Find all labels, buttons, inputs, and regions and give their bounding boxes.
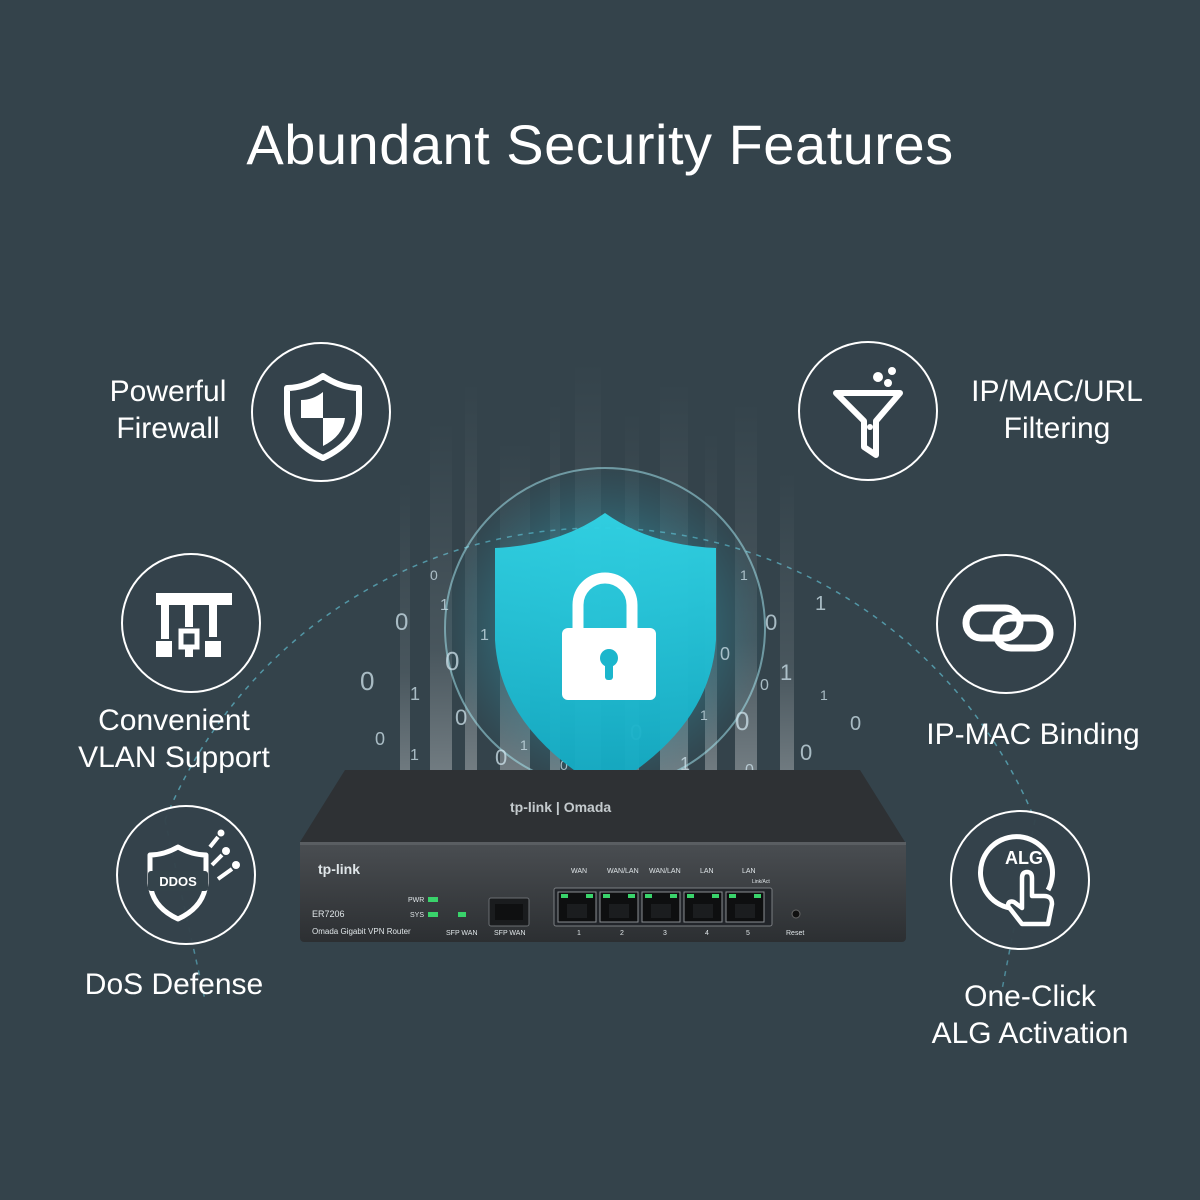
- reset-label: Reset: [786, 930, 804, 937]
- svg-text:1: 1: [410, 684, 420, 704]
- port-number-3: 3: [663, 930, 667, 937]
- page-title: Abundant Security Features: [246, 113, 954, 176]
- port-group-5: LAN: [742, 868, 756, 875]
- alg-badge: ALG: [1005, 848, 1043, 868]
- ddos-shield-icon: DDOS: [147, 829, 240, 922]
- port-group-4: LAN: [700, 868, 714, 875]
- feature-label-binding: IP-MAC Binding: [910, 716, 1156, 753]
- svg-text:1: 1: [680, 754, 690, 774]
- reset-button: [791, 909, 801, 919]
- svg-text:0: 0: [765, 610, 777, 635]
- feature-label-firewall: Powerful Firewall: [95, 373, 241, 447]
- svg-text:0: 0: [800, 740, 812, 765]
- svg-text:0: 0: [445, 646, 459, 676]
- ddos-badge: DDOS: [159, 874, 197, 889]
- svg-text:0: 0: [495, 745, 507, 770]
- ethernet-port-4: [683, 891, 723, 923]
- dos-line1: DoS Defense: [84, 968, 264, 1001]
- alg-line2: ALG Activation: [931, 1017, 1129, 1050]
- port-number-5: 5: [746, 930, 750, 937]
- svg-text:0: 0: [850, 713, 861, 735]
- security-shield: [495, 513, 716, 790]
- vlan-circle: [121, 553, 261, 693]
- svg-text:0: 0: [395, 609, 408, 636]
- svg-text:0: 0: [560, 757, 568, 773]
- ethernet-port-3: [641, 891, 681, 923]
- ethernet-port-5: [725, 891, 765, 923]
- sfp-led-label: SFP WAN: [446, 930, 478, 937]
- svg-text:1: 1: [480, 627, 489, 644]
- binding-line1: IP-MAC Binding: [926, 718, 1140, 751]
- router-model: ER7206: [312, 909, 345, 919]
- ethernet-port-1: [557, 891, 597, 923]
- port-number-1: 1: [577, 930, 581, 937]
- svg-text:1: 1: [740, 567, 748, 583]
- alg-circle: ALG: [950, 810, 1090, 950]
- firewall-circle: [251, 342, 391, 482]
- router-brand: tp-link: [318, 861, 360, 877]
- feature-label-alg: One-Click ALG Activation: [915, 978, 1145, 1052]
- router-top-brand: tp-link | Omada: [510, 799, 611, 815]
- port-number-4: 4: [705, 930, 709, 937]
- svg-text:1: 1: [700, 707, 708, 723]
- svg-text:1: 1: [410, 747, 419, 764]
- svg-text:1: 1: [780, 660, 792, 685]
- sfp-port-label: SFP WAN: [494, 930, 526, 937]
- vlan-icon: [156, 593, 232, 657]
- svg-text:0: 0: [760, 677, 769, 694]
- svg-text:1: 1: [820, 687, 828, 703]
- firewall-line1: Powerful: [109, 375, 227, 408]
- led-sys: [428, 912, 438, 917]
- firewall-line2: Firewall: [116, 412, 220, 445]
- router-device: tp-link ER7206 Omada Gigabit VPN Router …: [300, 770, 906, 942]
- filtering-circle: [798, 341, 938, 481]
- svg-text:1: 1: [440, 597, 449, 614]
- port-group-2: WAN/LAN: [607, 868, 639, 875]
- padlock-icon: [562, 572, 656, 700]
- feature-label-dos: DoS Defense: [70, 966, 278, 1003]
- svg-text:0: 0: [375, 729, 385, 749]
- link-icon: [962, 604, 1054, 652]
- port-group-1: WAN: [571, 868, 587, 875]
- led-pwr-label: PWR: [408, 897, 424, 904]
- ethernet-port-2: [599, 891, 639, 923]
- svg-text:0: 0: [720, 644, 730, 664]
- svg-text:0: 0: [360, 666, 374, 696]
- dos-circle: DDOS: [116, 805, 256, 945]
- vlan-line1: Convenient: [98, 704, 250, 737]
- alg-line1: One-Click: [964, 980, 1096, 1013]
- shield-icon: [284, 373, 362, 461]
- led-pwr: [428, 897, 438, 902]
- feature-label-vlan: Convenient VLAN Support: [62, 702, 286, 776]
- router-description: Omada Gigabit VPN Router: [312, 927, 411, 936]
- svg-text:1: 1: [520, 737, 528, 753]
- vlan-line2: VLAN Support: [78, 741, 270, 774]
- funnel-icon: [833, 367, 903, 458]
- led-sfp: [458, 912, 466, 917]
- svg-text:1: 1: [815, 593, 826, 615]
- port-number-2: 2: [620, 930, 624, 937]
- port-group-3: WAN/LAN: [649, 868, 681, 875]
- svg-text:0: 0: [735, 706, 749, 736]
- tap-icon: ALG: [978, 834, 1055, 927]
- svg-text:0: 0: [430, 567, 438, 583]
- svg-text:0: 0: [455, 705, 467, 730]
- led-sys-label: SYS: [410, 912, 424, 919]
- binding-circle: [936, 554, 1076, 694]
- ethernet-ports: [557, 891, 765, 923]
- feature-label-filtering: IP/MAC/URL Filtering: [954, 373, 1160, 447]
- filtering-line2: Filtering: [1003, 412, 1111, 445]
- filtering-line1: IP/MAC/URL: [971, 375, 1143, 408]
- link-act-label: Link/Act: [752, 879, 770, 885]
